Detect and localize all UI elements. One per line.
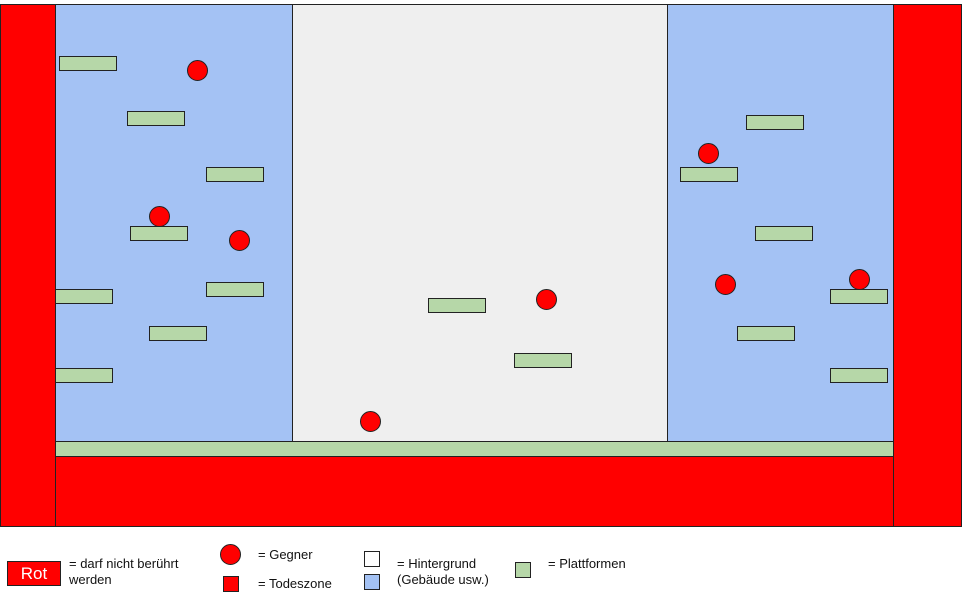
platform xyxy=(59,56,117,71)
platform xyxy=(737,326,795,341)
enemy xyxy=(187,60,208,81)
legend-platform-desc: = Plattformen xyxy=(548,556,626,571)
platform xyxy=(206,282,264,297)
enemy xyxy=(360,411,381,432)
legend-rot-desc-line2: werden xyxy=(69,572,112,587)
legend-building-swatch xyxy=(364,574,380,590)
platform xyxy=(149,326,207,341)
legend-background-desc-line2: (Gebäude usw.) xyxy=(397,572,489,587)
enemy xyxy=(715,274,736,295)
platform xyxy=(755,226,813,241)
enemy xyxy=(698,143,719,164)
deathzone-right-wall xyxy=(893,4,962,527)
legend-enemy-desc: = Gegner xyxy=(258,547,313,562)
deathzone-floor xyxy=(55,456,894,527)
platform xyxy=(127,111,185,126)
platform xyxy=(514,353,572,368)
legend-deathzone-swatch xyxy=(223,576,239,592)
enemy xyxy=(229,230,250,251)
platform xyxy=(680,167,738,182)
platform xyxy=(206,167,264,182)
ground-platform xyxy=(55,441,894,457)
enemy xyxy=(849,269,870,290)
legend-background-desc-line1: = Hintergrund xyxy=(397,556,477,571)
legend-background-swatch xyxy=(364,551,380,567)
legend-enemy-icon xyxy=(220,544,241,565)
platform xyxy=(428,298,486,313)
platform xyxy=(130,226,188,241)
platform xyxy=(830,368,888,383)
platform xyxy=(55,368,113,383)
platform xyxy=(746,115,804,130)
platform xyxy=(55,289,113,304)
game-level xyxy=(0,4,962,527)
platform xyxy=(830,289,888,304)
enemy xyxy=(149,206,170,227)
legend: Rot = darf nicht berührt werden = Gegner… xyxy=(0,530,962,615)
legend-deathzone-desc: = Todeszone xyxy=(258,576,332,591)
background-area xyxy=(292,4,668,442)
deathzone-left-wall xyxy=(0,4,56,527)
enemy xyxy=(536,289,557,310)
legend-platform-swatch xyxy=(515,562,531,578)
legend-rot-desc-line1: = darf nicht berührt xyxy=(69,556,179,571)
legend-rot-swatch: Rot xyxy=(7,561,61,586)
